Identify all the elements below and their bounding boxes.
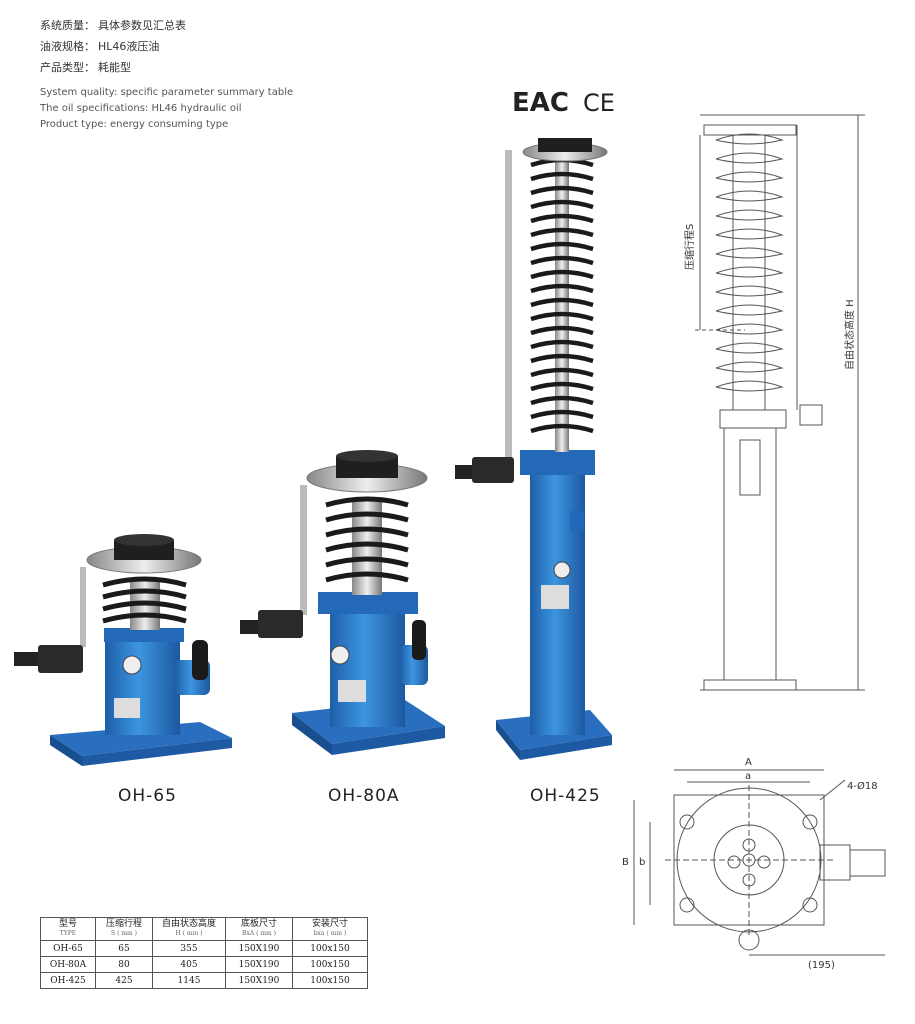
spring-coil-outline: [715, 304, 784, 316]
dim-offset: (195): [808, 960, 835, 971]
spring-coil-outline: [715, 285, 784, 297]
top-drawing: [633, 769, 886, 956]
spring-coil: [530, 213, 594, 224]
product-name-oh80a: OH-80A: [328, 786, 400, 806]
dim-B: B: [622, 857, 629, 868]
spring-coil-outline: [715, 361, 784, 373]
spec-en-type: Product type: energy consuming type: [40, 119, 229, 130]
side-drawing: [695, 114, 865, 691]
spring-coil: [530, 325, 594, 336]
spring-coil-outline: [715, 171, 784, 183]
spring-coil-outline: [715, 342, 784, 354]
spring-coil-outline: [715, 266, 784, 278]
spring-coil: [530, 423, 594, 434]
spec-line-quality: 系统质量：具体参数见汇总表: [40, 19, 186, 32]
ce-mark: CE: [582, 89, 615, 117]
spec-line-oil: 油液规格：HL46液压油: [40, 40, 160, 53]
buffer-oh-425: [455, 138, 612, 760]
height-label: 自由状态高度 H: [843, 299, 856, 370]
spring-coil: [530, 353, 594, 364]
spring-coil: [530, 283, 594, 294]
spring-coil: [530, 241, 594, 252]
spring-coil-outline: [715, 209, 784, 221]
certification-marks: EAC CE: [512, 88, 615, 118]
spring-coil-outline: [715, 323, 784, 335]
spring-coil: [530, 367, 594, 378]
spring-coil-outline: [715, 247, 784, 259]
spring-coil: [530, 297, 594, 308]
spec-line-type: 产品类型：耗能型: [40, 61, 131, 74]
spring-coil: [530, 395, 594, 406]
buffer-oh-65: [14, 534, 232, 766]
spring: [530, 157, 594, 434]
spring-coil-outline: [715, 152, 784, 164]
spring-coil-outline: [715, 380, 784, 392]
spring-coil: [530, 381, 594, 392]
spring-coil: [530, 227, 594, 238]
spring-coil-outline: [715, 133, 784, 145]
eac-mark: EAC: [512, 88, 569, 118]
dim-b: b: [639, 857, 645, 868]
spring-coil: [530, 199, 594, 210]
spring-coil: [530, 269, 594, 280]
product-name-oh65: OH-65: [118, 786, 177, 806]
product-name-oh425: OH-425: [530, 786, 601, 806]
buffer-oh-80a: [240, 450, 445, 755]
spring: [325, 496, 409, 583]
spec-en-quality: System quality: specific parameter summa…: [40, 87, 294, 98]
spring-coil-outline: [715, 228, 784, 240]
spring-coil: [530, 311, 594, 322]
dim-A: A: [745, 757, 752, 768]
stroke-label: 压缩行程S: [683, 224, 696, 270]
spring-coil: [530, 171, 594, 182]
spring-coil-outline: [715, 190, 784, 202]
spring-coil: [530, 185, 594, 196]
spring-coil: [530, 255, 594, 266]
spring-coil: [530, 409, 594, 420]
dim-holes: 4-Ø18: [847, 780, 878, 792]
spec-en-oil: The oil specifications: HL46 hydraulic o…: [40, 103, 242, 114]
spring: [102, 576, 187, 624]
dim-a: a: [745, 771, 751, 782]
spring-coil: [530, 339, 594, 350]
